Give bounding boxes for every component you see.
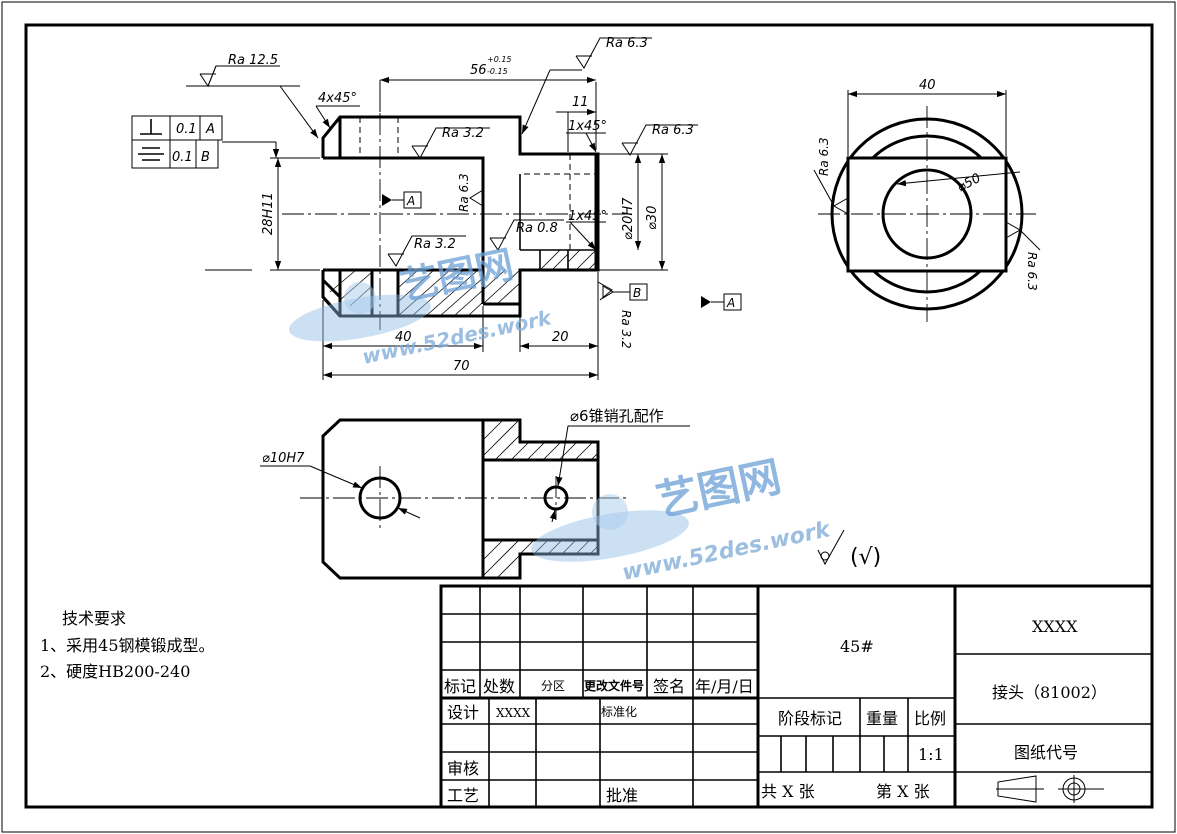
standardize-label: 标准化 <box>601 705 637 719</box>
datum-a-1: A <box>406 194 415 208</box>
review-label: 审核 <box>447 759 479 778</box>
pin-hole-note: ⌀6锥销孔配作 <box>570 407 664 425</box>
approve-label: 批准 <box>606 786 638 805</box>
ra-3-2-b: Ra 3.2 <box>414 237 456 252</box>
dim-40: 40 <box>395 330 412 345</box>
dim-d10h7: ⌀10H7 <box>262 451 305 466</box>
tolerance-frames: 0.1 A 0.1 B <box>131 115 280 169</box>
chamfer-4x45: 4x45° <box>318 91 357 106</box>
tech-req-title: 技术要求 <box>62 609 126 628</box>
title-block: 45# XXXX 接头（81002） 图纸代号 阶段标记 重量 比例 1:1 共… <box>439 584 1154 809</box>
sheets-total: 共 X 张 <box>761 782 815 801</box>
front-view <box>205 80 632 330</box>
designer-name: XXXX <box>496 706 531 720</box>
front-dimensions: 56 +0.15 -0.15 11 28H11 ⌀20H7 ⌀30 40 20 … <box>261 55 668 380</box>
perp-value: 0.1 <box>176 122 197 137</box>
ra-6-3-top: Ra 6.3 <box>606 36 648 51</box>
material: 45# <box>840 637 874 656</box>
general-roughness-note: (√) <box>850 545 881 570</box>
ra-12-5: Ra 12.5 <box>228 53 278 68</box>
company-name: XXXX <box>1032 617 1078 636</box>
sym-datum: B <box>201 150 210 165</box>
header-sign: 签名 <box>653 677 685 696</box>
ra-0-8: Ra 0.8 <box>516 221 558 236</box>
ra-3-2-a: Ra 3.2 <box>442 126 484 141</box>
tech-req-line-1: 1、采用45钢模锻成型。 <box>40 636 215 655</box>
scale-label: 比例 <box>914 709 946 728</box>
ra-3-2-c: Ra 3.2 <box>619 310 633 349</box>
chamfer-1x45-a: 1x45° <box>568 119 607 134</box>
datum-markers: A B A <box>382 191 742 311</box>
ra-6-3-side-left: Ra 6.3 <box>817 137 831 176</box>
dim-28h11: 28H11 <box>261 192 276 235</box>
datum-a-2: A <box>726 296 735 310</box>
watermark-2: 艺图网 www.52des.work <box>531 452 834 586</box>
part-name: 接头（81002） <box>992 683 1107 702</box>
ra-6-3-side-right: Ra 6.3 <box>1025 252 1039 291</box>
tech-req-line-2: 2、硬度HB200-240 <box>40 662 190 681</box>
side-view: 40 ⌀50 Ra 6.3 Ra 6.3 <box>813 78 1041 322</box>
header-count: 处数 <box>483 677 515 696</box>
dim-56: 56 <box>470 63 487 78</box>
stage-mark-label: 阶段标记 <box>778 709 842 728</box>
front-hatch <box>329 249 597 317</box>
roughness-symbols: Ra 12.5 Ra 6.3 Ra 3.2 Ra 6.3 Ra 6.3 Ra 3… <box>186 36 698 349</box>
dim-side-40: 40 <box>919 78 936 93</box>
header-mark: 标记 <box>444 677 476 696</box>
svg-text:-0.15: -0.15 <box>487 67 508 76</box>
drawing-number-label: 图纸代号 <box>1014 743 1078 762</box>
technical-requirements: 技术要求 1、采用45钢模锻成型。 2、硬度HB200-240 <box>40 609 215 681</box>
dim-20: 20 <box>552 330 569 345</box>
design-label: 设计 <box>447 703 479 722</box>
ra-6-3-vert: Ra 6.3 <box>457 173 471 212</box>
header-doc-no: 更改文件号 <box>584 678 644 693</box>
perp-datum: A <box>205 122 215 137</box>
scale-value: 1:1 <box>918 745 944 764</box>
ra-6-3-right: Ra 6.3 <box>652 123 694 138</box>
weight-label: 重量 <box>866 709 898 728</box>
sheet-number: 第 X 张 <box>876 782 930 801</box>
watermark-logo-2: 艺图网 <box>652 452 785 526</box>
top-hatch <box>482 419 599 579</box>
dim-d20h7: ⌀20H7 <box>621 197 636 240</box>
general-roughness: (√) <box>817 529 881 570</box>
dim-70: 70 <box>453 359 470 374</box>
watermark-logo-1: 艺图网 <box>397 242 518 309</box>
datum-b: B <box>633 286 641 300</box>
chamfer-1x45-b: 1x45° <box>568 209 607 224</box>
process-label: 工艺 <box>447 786 479 805</box>
header-date: 年/月/日 <box>695 677 754 696</box>
sym-value: 0.1 <box>172 150 193 165</box>
top-view: ⌀10H7 ⌀6锥销孔配作 <box>260 407 690 580</box>
dim-11: 11 <box>572 95 589 110</box>
header-zone: 分区 <box>541 679 565 693</box>
dim-d30: ⌀30 <box>645 206 660 230</box>
svg-text:+0.15: +0.15 <box>487 55 512 64</box>
